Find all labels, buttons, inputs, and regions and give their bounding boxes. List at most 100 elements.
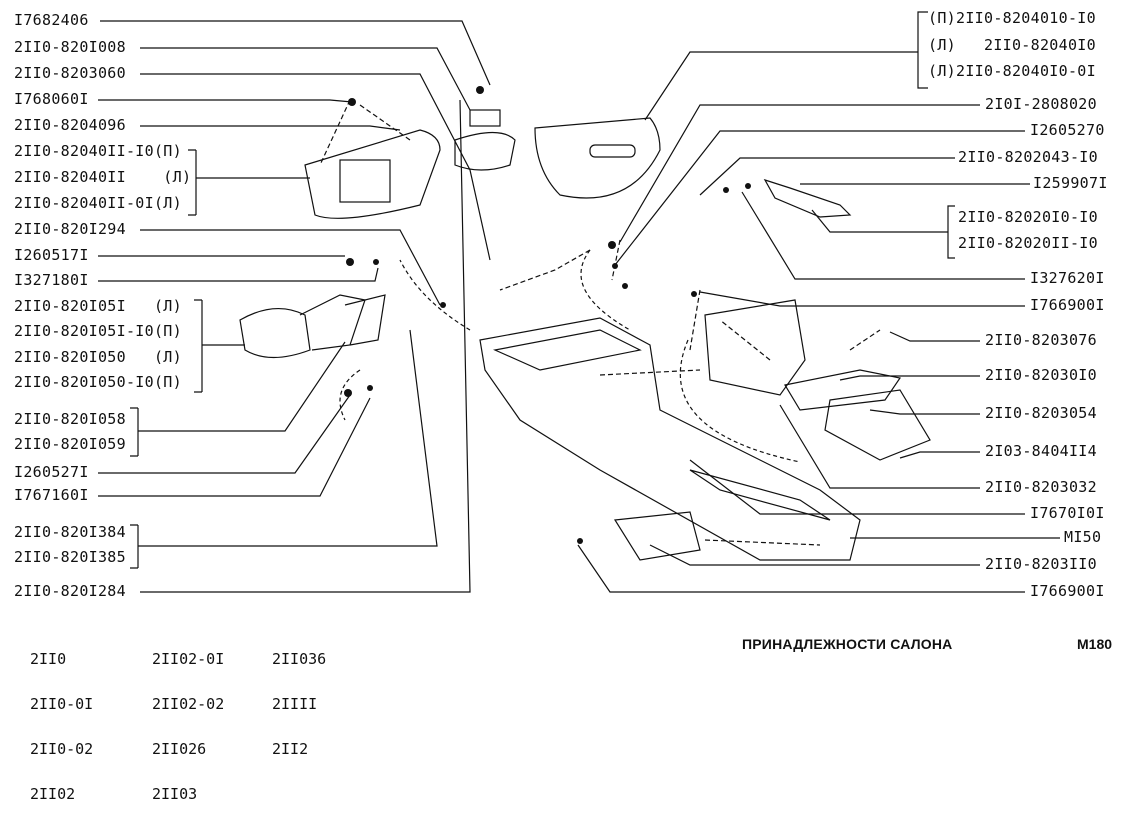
page-title: ПРИНАДЛЕЖНОСТИ САЛОНА (742, 636, 953, 652)
part-label: 2II0-820I058 (14, 410, 126, 428)
leader-line (140, 99, 471, 593)
part-label: 2II0-82030I0 (985, 366, 1097, 384)
leader-line (140, 125, 401, 131)
sun-visor-right (534, 117, 661, 199)
leader-line (98, 397, 371, 497)
screw (348, 98, 356, 106)
parts-diagram (98, 11, 1060, 593)
washer (745, 183, 751, 189)
model-code: 2IIII (272, 695, 318, 713)
part-label: 2II0-820I294 (14, 220, 126, 238)
part-label: I259907I (1033, 174, 1108, 192)
model-code: 2II0-02 (30, 740, 94, 758)
leader-line (741, 191, 1025, 280)
part-label: 2II0-8203054 (985, 404, 1097, 422)
assembly-path (319, 99, 881, 546)
sun-visor-left (304, 129, 441, 219)
bracket-line (194, 299, 245, 393)
part-label: I260527I (14, 463, 89, 481)
console-bracket (784, 369, 902, 411)
part-label: I767160I (14, 486, 89, 504)
mirror-housing (299, 294, 366, 351)
part-label: 2II0-8204096 (14, 116, 126, 134)
part-label: 2II0-820I05I-I0(П) (14, 322, 182, 340)
side-mirror (239, 307, 311, 359)
part-label: I260517I (14, 246, 89, 264)
models-column-3: 2II036 2IIII 2II2 (272, 622, 326, 772)
leader-line (140, 229, 441, 306)
grab-handle (763, 178, 852, 218)
part-label: 2II0-8202043-I0 (958, 148, 1098, 166)
bracket-line (130, 329, 438, 569)
part-label: 2I03-8404II4 (985, 442, 1097, 460)
screw (723, 187, 729, 193)
model-code: 2II0-0I (30, 695, 94, 713)
screw (622, 283, 628, 289)
part-label: I7682406 (14, 11, 89, 29)
part-label: I327180I (14, 271, 89, 289)
part-label: (Л)2II0-82040I0-0I (928, 62, 1096, 80)
leader-line (689, 459, 1025, 515)
part-label: 2II0-82040II-0I(Л) (14, 194, 182, 212)
model-code: 2II02-0I (152, 650, 225, 668)
part-label: 2I0I-2808020 (985, 95, 1097, 113)
bracket-line (188, 149, 310, 216)
part-label: 2II0-820I384 (14, 523, 126, 541)
part-label: 2II0-820I059 (14, 435, 126, 453)
model-code: 2II03 (152, 785, 198, 803)
console-box (704, 299, 806, 396)
models-column-2: 2II02-0I 2II02-02 2II026 2II03 (152, 622, 224, 817)
leader-line (889, 331, 980, 342)
console-tray (493, 329, 642, 371)
mirror-bracket (344, 294, 386, 346)
washer (612, 263, 618, 269)
part-label: 2II0-8203032 (985, 478, 1097, 496)
part-label: 2II0-820I008 (14, 38, 126, 56)
nut (346, 258, 354, 266)
part-label: 2II0-8203II0 (985, 555, 1097, 573)
leader-line (98, 394, 351, 474)
leader-line (839, 375, 980, 381)
leader-line (699, 157, 955, 196)
leader-line (98, 267, 379, 282)
part-label: I7670I0I (1030, 504, 1105, 522)
leader-line (899, 451, 980, 459)
leader-line (577, 544, 1025, 593)
vanity-mirror (339, 159, 391, 203)
console-module (613, 511, 701, 561)
part-label: (Л) 2II0-82040I0 (928, 36, 1096, 54)
screw (577, 538, 583, 544)
part-label: I2605270 (1030, 121, 1105, 139)
console-slot (689, 469, 831, 521)
assembly-arc (339, 249, 801, 463)
part-label: 2II0-8203076 (985, 331, 1097, 349)
page-code: M180 (1077, 636, 1113, 652)
screw (367, 385, 373, 391)
model-code: 2II02-02 (152, 695, 225, 713)
model-code: 2II0 (30, 650, 67, 668)
part-label: 2II0-82020II-I0 (958, 234, 1098, 252)
model-code: 2II02 (30, 785, 76, 803)
leader-line (699, 291, 1025, 307)
console-cover (824, 389, 931, 461)
model-code: 2II026 (152, 740, 207, 758)
mirror-mount (469, 109, 501, 127)
part-label: 2II0-82020I0-I0 (958, 208, 1098, 226)
part-label: I768060I (14, 90, 89, 108)
part-label: 2II0-820I385 (14, 548, 126, 566)
bracket-line (644, 11, 928, 121)
part-label: 2II0-820I284 (14, 582, 126, 600)
leader-line (98, 99, 353, 103)
bracket-line (811, 205, 955, 259)
leader-line (619, 104, 980, 243)
leader-line (140, 47, 471, 111)
screw (476, 86, 484, 94)
model-code: 2II2 (272, 740, 309, 758)
leader-line (614, 130, 1025, 266)
model-code: 2II036 (272, 650, 327, 668)
part-label: I766900I (1030, 296, 1105, 314)
screw (373, 259, 379, 265)
leader-line (869, 409, 980, 415)
part-label: 2II0-820I05I (Л) (14, 297, 182, 315)
nut (608, 241, 616, 249)
